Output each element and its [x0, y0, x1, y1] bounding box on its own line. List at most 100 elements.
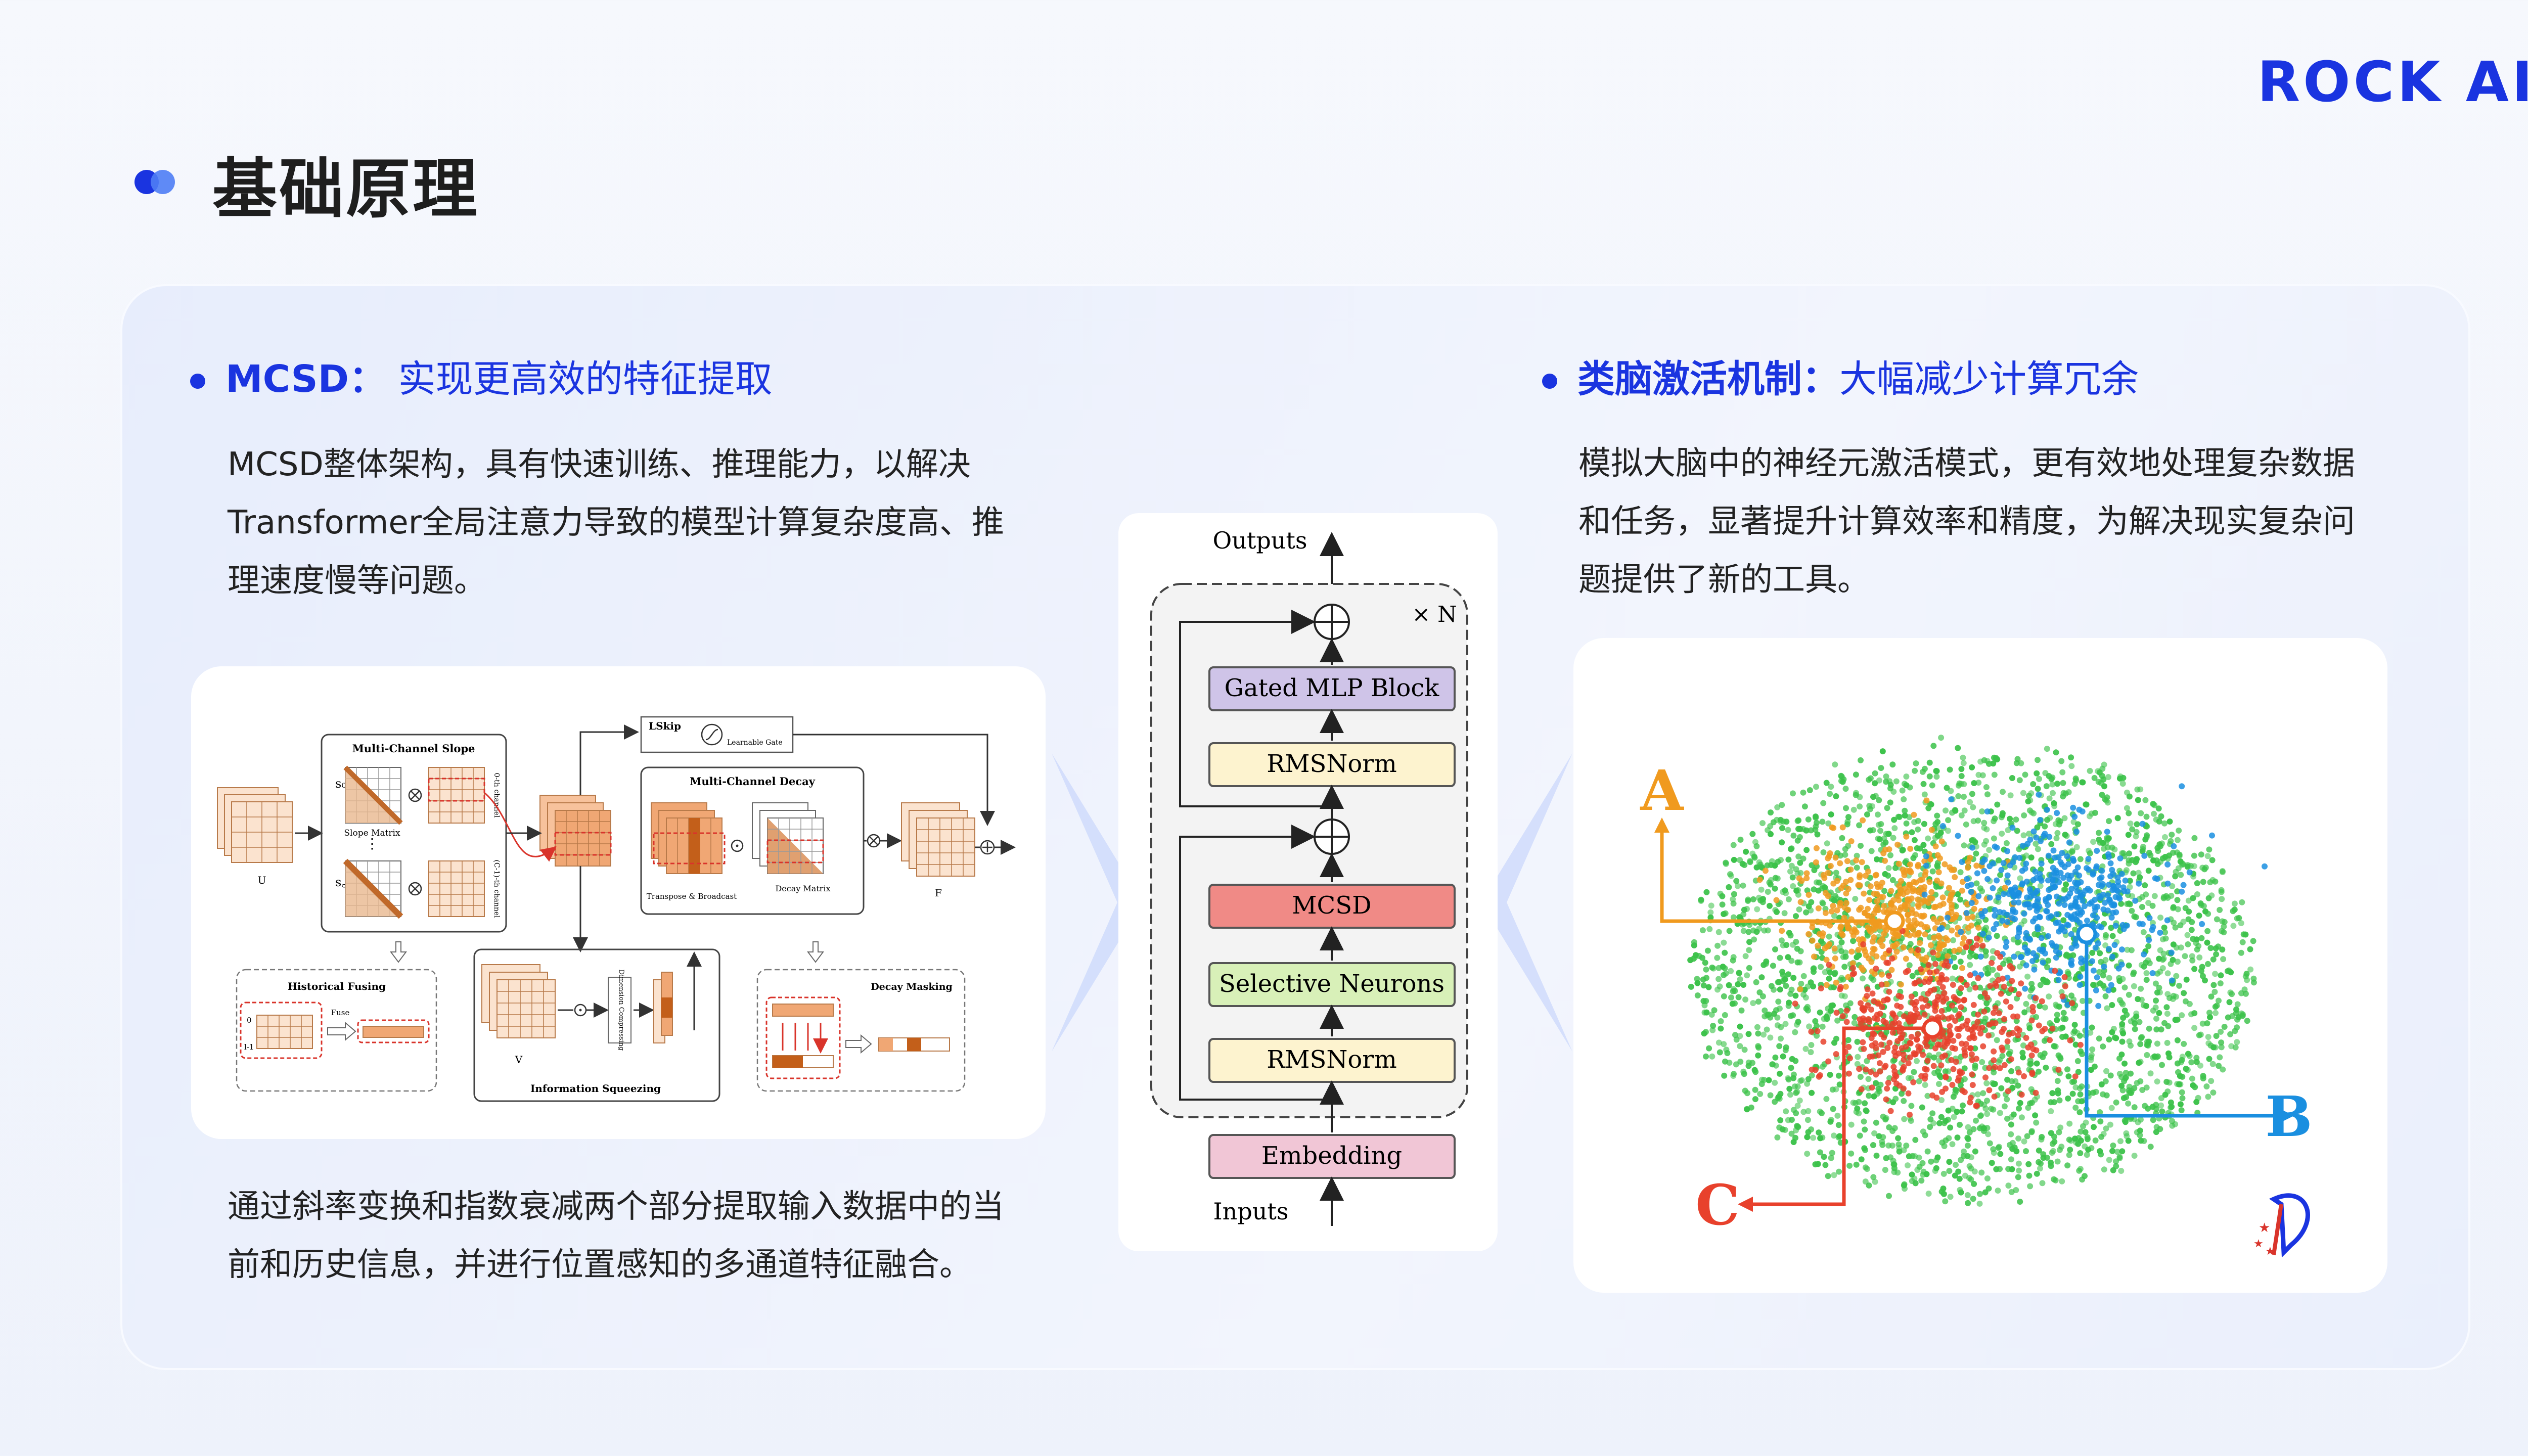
neuron-dot: [1926, 759, 1933, 766]
neuron-dot: [1737, 836, 1744, 843]
neuron-dot: [2017, 1100, 2023, 1106]
neuron-dot: [1921, 791, 1928, 798]
neuron-dot: [2098, 780, 2104, 786]
neuron-dot: [1903, 833, 1910, 840]
neuron-dot: [1919, 1104, 1925, 1111]
neuron-dot: [1907, 845, 1914, 852]
right-heading-light: 大幅减少计算冗余: [1839, 357, 2139, 401]
neuron-dot: [1984, 970, 1991, 977]
neuron-dot: [1702, 1029, 1709, 1035]
neuron-dot: [1746, 965, 1752, 971]
neuron-dot: [1939, 1054, 1946, 1060]
chc-label: (C-1)-th channel: [492, 859, 501, 918]
neuron-dot: [2157, 915, 2163, 921]
neuron-dot: [1833, 870, 1839, 876]
neuron-dot: [1839, 774, 1845, 780]
neuron-dot: [1977, 885, 1983, 892]
neuron-dot: [1908, 947, 1915, 954]
neuron-dot: [1779, 839, 1785, 846]
neuron-dot: [1948, 1057, 1955, 1063]
neuron-dot: [2250, 938, 2256, 944]
neuron-dot: [1933, 1095, 1940, 1101]
neuron-dot: [2064, 1162, 2071, 1169]
neuron-dot: [1790, 790, 1796, 797]
neuron-dot: [1779, 928, 1785, 934]
neuron-dot: [1889, 877, 1896, 883]
neuron-dot: [1818, 985, 1824, 991]
neuron-dot: [1866, 803, 1873, 809]
neuron-dot: [1886, 778, 1893, 785]
neuron-dot: [2068, 992, 2074, 999]
neuron-dot: [1976, 1200, 1983, 1207]
neuron-dot: [1978, 1169, 1985, 1176]
neuron-dot: [1870, 1142, 1876, 1148]
neuron-dot: [1932, 903, 1939, 910]
neuron-dot: [1965, 1200, 1971, 1206]
neuron-dot: [2076, 872, 2083, 879]
neuron-dot: [2038, 838, 2044, 844]
neuron-dot: [2059, 769, 2066, 776]
neuron-dot: [2164, 917, 2171, 924]
neuron-dot: [2240, 931, 2247, 938]
neuron-dot: [2070, 952, 2076, 959]
neuron-dot: [2216, 997, 2222, 1004]
neuron-dot: [2072, 899, 2079, 905]
neuron-dot: [1969, 844, 1976, 851]
neuron-dot: [1926, 773, 1933, 780]
neuron-dot: [1790, 1139, 1797, 1145]
neuron-dot: [2044, 746, 2050, 752]
neuron-dot: [1903, 1043, 1909, 1050]
neuron-dot: [2105, 851, 2111, 857]
neuron-dot: [1934, 864, 1941, 871]
neuron-dot: [1765, 889, 1771, 895]
rmsnorm-bottom-label: RMSNorm: [1267, 1045, 1397, 1074]
left-intro-line: MCSD整体架构，具有快速训练、推理能力，以解决: [228, 446, 971, 483]
neuron-dot: [1879, 1142, 1886, 1148]
neuron-dot: [2023, 962, 2029, 969]
neuron-dot: [2080, 779, 2086, 786]
neuron-dot: [2152, 1004, 2159, 1011]
neuron-dot: [2093, 865, 2099, 872]
s0-label: s₀: [335, 777, 346, 791]
neuron-dot: [1872, 1040, 1879, 1046]
neuron-dot: [1937, 1074, 1944, 1080]
neuron-dot: [2004, 848, 2010, 854]
neuron-dot: [1934, 1068, 1941, 1075]
neuron-dot: [1717, 1049, 1723, 1056]
neuron-dot: [2177, 1081, 2184, 1087]
neuron-dot: [2072, 869, 2079, 875]
neuron-dot: [2060, 790, 2067, 796]
neuron-dot: [2048, 1163, 2054, 1169]
neuron-dot: [1870, 1030, 1876, 1037]
neuron-dot: [2173, 993, 2179, 1000]
neuron-dot: [1796, 1097, 1803, 1104]
neuron-dot: [1744, 1106, 1750, 1113]
neuron-dot: [2093, 987, 2099, 993]
neuron-dot: [2164, 880, 2171, 887]
neuron-dot: [1990, 967, 1996, 973]
neuron-dot: [1828, 784, 1834, 790]
neuron-dot: [2074, 864, 2081, 871]
neuron-dot: [2162, 935, 2169, 942]
neuron-dot: [1741, 1046, 1748, 1053]
neuron-dot: [2055, 919, 2061, 926]
neuron-dot: [2174, 849, 2180, 856]
neuron-dot: [1955, 833, 1961, 839]
neuron-dot: [2032, 1097, 2038, 1103]
neuron-dot: [1977, 758, 1984, 765]
neuron-dot: [1996, 857, 2002, 863]
neuron-dot: [2108, 982, 2114, 988]
neuron-dot: [1776, 1043, 1783, 1050]
neuron-dot: [2214, 916, 2220, 923]
neuron-dot: [2164, 1011, 2171, 1017]
neuron-dot: [2039, 1028, 2046, 1034]
neuron-dot: [1896, 813, 1903, 820]
right-intro-line: 题提供了新的工具。: [1578, 561, 1870, 599]
neuron-dot: [1955, 1033, 1962, 1039]
neuron-dot: [1775, 979, 1781, 985]
neuron-dot: [2041, 833, 2047, 839]
neuron-dot: [1705, 984, 1712, 990]
neuron-dot: [1802, 1045, 1809, 1052]
neuron-dot: [2211, 989, 2218, 995]
neuron-dot: [1764, 862, 1771, 869]
